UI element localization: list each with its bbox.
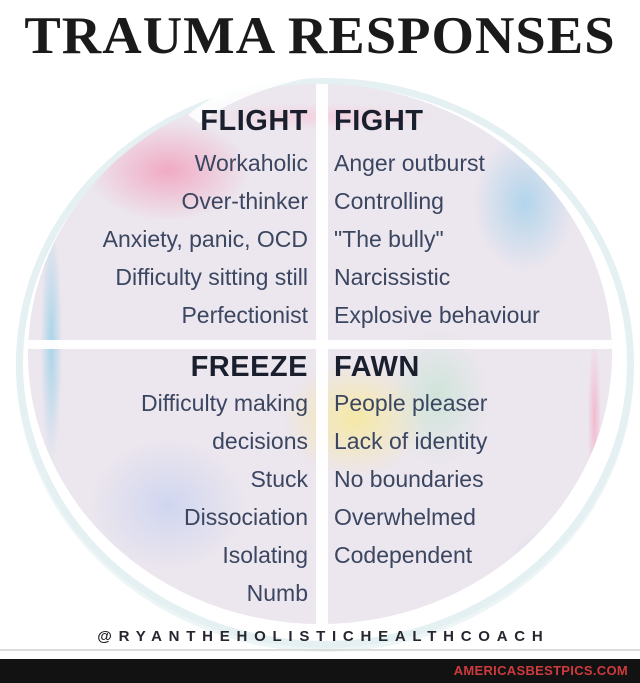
page-title: TRAUMA RESPONSES xyxy=(24,7,616,65)
watercolor-brush-ring xyxy=(16,78,634,648)
trauma-item: Perfectionist xyxy=(181,302,308,328)
quadrant-fawn-title: FAWN xyxy=(334,351,420,383)
trauma-item: Difficulty making decisions xyxy=(140,390,308,454)
trauma-item: Difficulty sitting still xyxy=(115,264,308,290)
horizontal-divider xyxy=(28,340,612,349)
trauma-item: Overwhelmed xyxy=(334,504,476,530)
trauma-item: Stuck xyxy=(250,466,308,492)
trauma-item: Explosive behaviour xyxy=(334,302,540,328)
trauma-item: No boundaries xyxy=(334,466,484,492)
trauma-item: Lack of identity xyxy=(334,428,488,454)
footer-divider-line xyxy=(0,649,640,651)
trauma-item: Anxiety, panic, OCD xyxy=(102,226,308,252)
trauma-item: Codependent xyxy=(334,542,473,568)
trauma-item: Workaholic xyxy=(194,150,308,176)
watercolor-circle xyxy=(28,84,612,624)
trauma-item: Controlling xyxy=(334,188,444,214)
quadrant-freeze-title: FREEZE xyxy=(190,351,308,383)
credit-handle: @RYANTHEHOLISTICHEALTHCOACH xyxy=(97,628,550,645)
watermark-text: AMERICASBESTPICS.COM xyxy=(453,663,628,678)
trauma-item: Narcissistic xyxy=(334,264,451,290)
trauma-item: People pleaser xyxy=(334,390,488,416)
trauma-item: Dissociation xyxy=(184,504,308,530)
trauma-item: Anger outburst xyxy=(334,150,485,176)
watermark-bar: AMERICASBESTPICS.COM xyxy=(0,659,640,683)
trauma-item: "The bully" xyxy=(334,226,444,252)
trauma-item: Numb xyxy=(246,580,308,606)
trauma-item: Isolating xyxy=(222,542,308,568)
trauma-item: Over-thinker xyxy=(181,188,308,214)
vertical-divider xyxy=(316,84,328,624)
quadrant-fight-title: FIGHT xyxy=(334,105,424,137)
quadrant-flight-title: FLIGHT xyxy=(200,105,308,137)
